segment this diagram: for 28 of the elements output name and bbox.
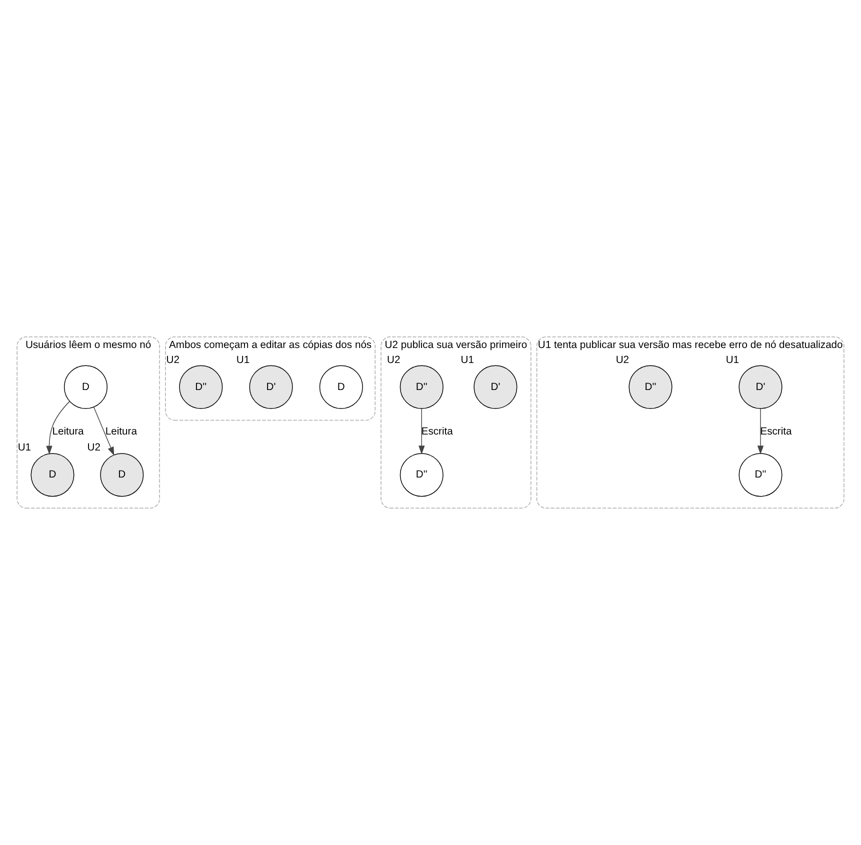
node-circle: D [319, 365, 363, 409]
node-circle: D'' [628, 365, 672, 409]
arrow [757, 408, 764, 454]
node-label: U2 [616, 354, 630, 366]
node-label: U1 [236, 354, 250, 366]
arrow [46, 401, 70, 455]
node-circle: D' [249, 365, 293, 409]
node-label: U1 [18, 442, 32, 454]
node-circle: D' [738, 365, 782, 409]
node-circle: D'' [738, 453, 782, 497]
node-circle: D [100, 453, 144, 497]
node-label: U2 [166, 354, 180, 366]
node-circle: D'' [179, 365, 223, 409]
edge-label: Leitura [52, 426, 84, 438]
node-label: U2 [87, 442, 100, 454]
edge-label: Escrita [760, 426, 792, 438]
node-circle: D'' [400, 453, 444, 497]
node-circle: D'' [400, 365, 444, 409]
node-circle: D [64, 365, 108, 409]
arrow [418, 408, 425, 454]
node-label: U1 [726, 354, 740, 366]
node-circle: D' [474, 365, 518, 409]
node-label: U1 [460, 354, 474, 366]
arrow [93, 406, 114, 456]
edge-label: Escrita [421, 426, 453, 438]
node-circle: D [30, 453, 74, 497]
node-label: U2 [386, 354, 400, 366]
edge-label: Leitura [105, 426, 137, 438]
